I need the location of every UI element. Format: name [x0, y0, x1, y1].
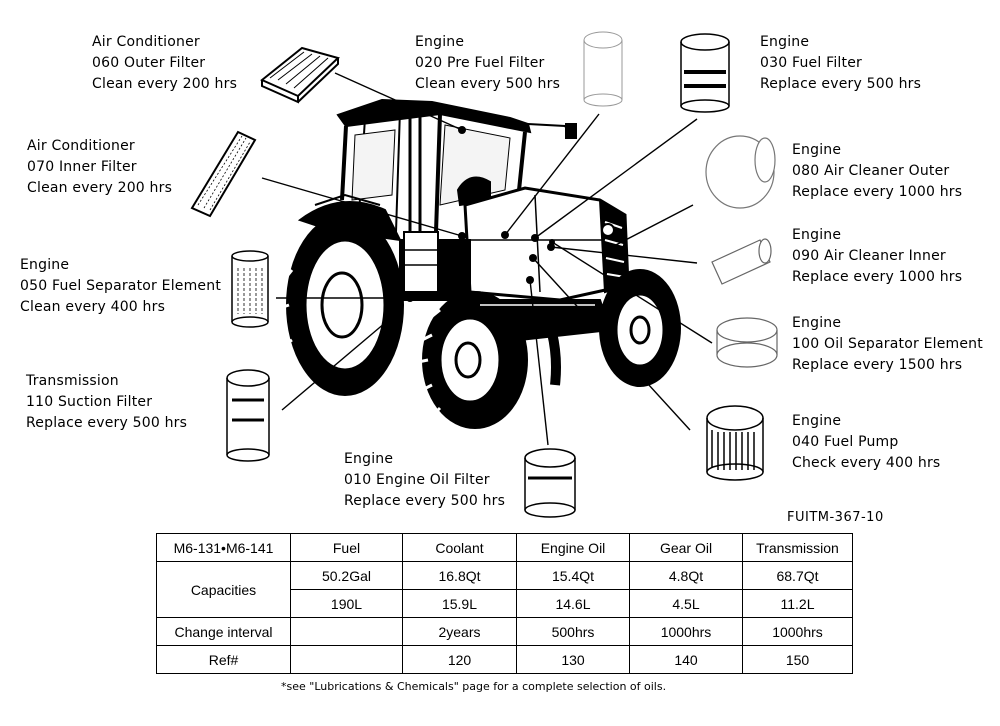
callout-080-air-cleaner-outer: Engine 080 Air Cleaner Outer Replace eve…	[792, 140, 962, 203]
table-cell: 2years	[403, 618, 517, 646]
column-header: Engine Oil	[517, 534, 630, 562]
callout-system: Air Conditioner	[27, 136, 172, 157]
callout-interval: Check every 400 hrs	[792, 453, 940, 474]
callout-020-pre-fuel-filter: Engine 020 Pre Fuel Filter Clean every 5…	[415, 32, 560, 95]
callout-system: Engine	[792, 140, 962, 161]
callout-interval: Replace every 500 hrs	[26, 413, 187, 434]
callout-050-fuel-separator: Engine 050 Fuel Separator Element Clean …	[20, 255, 221, 318]
callout-030-fuel-filter: Engine 030 Fuel Filter Replace every 500…	[760, 32, 921, 95]
suction-filter-icon	[227, 370, 269, 461]
column-header: Fuel	[291, 534, 403, 562]
air-cleaner-inner-icon	[712, 239, 771, 284]
figure-code: FUITM-367-10	[787, 510, 884, 525]
table-cell: 140	[630, 646, 743, 674]
callout-part: 040 Fuel Pump	[792, 432, 940, 453]
callout-system: Transmission	[26, 371, 187, 392]
fuel-separator-icon	[232, 251, 268, 327]
callout-part: 090 Air Cleaner Inner	[792, 246, 962, 267]
callout-part: 030 Fuel Filter	[760, 53, 921, 74]
table-cell: 4.5L	[630, 590, 743, 618]
callout-part: 100 Oil Separator Element	[792, 334, 983, 355]
tractor-illustration	[280, 100, 680, 428]
callout-system: Engine	[792, 225, 962, 246]
table-cell: 50.2Gal	[291, 562, 403, 590]
callout-system: Engine	[415, 32, 560, 53]
column-header: Transmission	[743, 534, 853, 562]
callout-part: 060 Outer Filter	[92, 53, 237, 74]
callout-part: 050 Fuel Separator Element	[20, 276, 221, 297]
callout-interval: Clean every 500 hrs	[415, 74, 560, 95]
fuel-filter-icon	[681, 34, 729, 112]
callout-070-inner-filter: Air Conditioner 070 Inner Filter Clean e…	[27, 136, 172, 199]
table-cell: 120	[403, 646, 517, 674]
table-cell: 16.8Qt	[403, 562, 517, 590]
table-cell: 1000hrs	[743, 618, 853, 646]
callout-110-suction-filter: Transmission 110 Suction Filter Replace …	[26, 371, 187, 434]
table-cell: 500hrs	[517, 618, 630, 646]
callout-system: Air Conditioner	[92, 32, 237, 53]
callout-system: Engine	[792, 313, 983, 334]
ref-label: Ref#	[157, 646, 291, 674]
outer-filter-icon	[262, 48, 338, 102]
callout-interval: Replace every 500 hrs	[344, 491, 505, 512]
table-row: Capacities 50.2Gal 16.8Qt 15.4Qt 4.8Qt 6…	[157, 562, 853, 590]
table-cell	[291, 618, 403, 646]
callout-010-engine-oil-filter: Engine 010 Engine Oil Filter Replace eve…	[344, 449, 505, 512]
table-cell: 190L	[291, 590, 403, 618]
oil-separator-icon	[717, 318, 777, 367]
callout-060-outer-filter: Air Conditioner 060 Outer Filter Clean e…	[92, 32, 237, 95]
callout-interval: Clean every 200 hrs	[92, 74, 237, 95]
table-row: Ref# 120 130 140 150	[157, 646, 853, 674]
callout-system: Engine	[760, 32, 921, 53]
callout-system: Engine	[792, 411, 940, 432]
callout-interval: Clean every 200 hrs	[27, 178, 172, 199]
model-cell: M6-131•M6-141	[157, 534, 291, 562]
table-cell: 15.4Qt	[517, 562, 630, 590]
table-row: Change interval 2years 500hrs 1000hrs 10…	[157, 618, 853, 646]
callout-system: Engine	[344, 449, 505, 470]
callout-part: 010 Engine Oil Filter	[344, 470, 505, 491]
callout-part: 110 Suction Filter	[26, 392, 187, 413]
callout-part: 020 Pre Fuel Filter	[415, 53, 560, 74]
table-cell: 150	[743, 646, 853, 674]
capacities-label: Capacities	[157, 562, 291, 618]
table-cell: 1000hrs	[630, 618, 743, 646]
callout-100-oil-separator: Engine 100 Oil Separator Element Replace…	[792, 313, 983, 376]
pre-fuel-filter-icon	[584, 32, 622, 106]
table-cell: 4.8Qt	[630, 562, 743, 590]
table-cell	[291, 646, 403, 674]
fuel-pump-icon	[707, 406, 763, 480]
callout-interval: Replace every 500 hrs	[760, 74, 921, 95]
column-header: Coolant	[403, 534, 517, 562]
callout-interval: Clean every 400 hrs	[20, 297, 221, 318]
change-interval-label: Change interval	[157, 618, 291, 646]
callout-part: 070 Inner Filter	[27, 157, 172, 178]
callout-interval: Replace every 1000 hrs	[792, 182, 962, 203]
table-header-row: M6-131•M6-141 Fuel Coolant Engine Oil Ge…	[157, 534, 853, 562]
table-cell: 15.9L	[403, 590, 517, 618]
callout-090-air-cleaner-inner: Engine 090 Air Cleaner Inner Replace eve…	[792, 225, 962, 288]
footnote: *see "Lubrications & Chemicals" page for…	[281, 680, 666, 693]
callout-040-fuel-pump: Engine 040 Fuel Pump Check every 400 hrs	[792, 411, 940, 474]
capacities-table: M6-131•M6-141 Fuel Coolant Engine Oil Ge…	[156, 533, 853, 674]
callout-part: 080 Air Cleaner Outer	[792, 161, 962, 182]
callout-interval: Replace every 1000 hrs	[792, 267, 962, 288]
engine-oil-filter-icon	[525, 449, 575, 517]
table-cell: 68.7Qt	[743, 562, 853, 590]
callout-interval: Replace every 1500 hrs	[792, 355, 983, 376]
inner-filter-icon	[192, 132, 255, 216]
air-cleaner-outer-icon	[706, 136, 775, 208]
table-cell: 130	[517, 646, 630, 674]
table-cell: 14.6L	[517, 590, 630, 618]
column-header: Gear Oil	[630, 534, 743, 562]
table-cell: 11.2L	[743, 590, 853, 618]
callout-system: Engine	[20, 255, 221, 276]
